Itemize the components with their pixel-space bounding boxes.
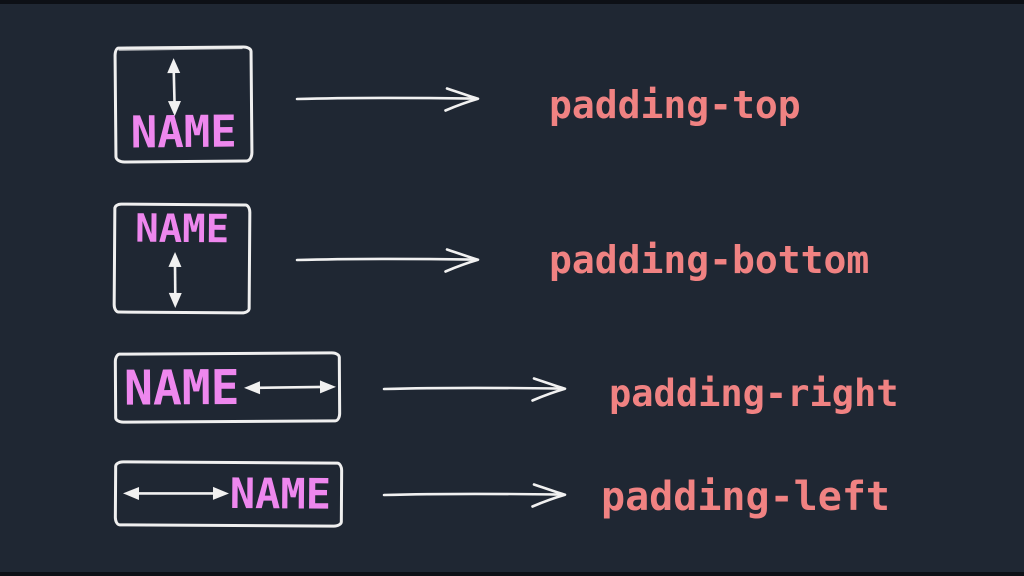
padding-bottom-label: padding-bottom xyxy=(549,238,870,282)
vertical-double-arrow-icon xyxy=(168,251,182,308)
horizontal-double-arrow-icon xyxy=(243,379,336,394)
horizontal-double-arrow-icon xyxy=(123,486,230,500)
box-name-text: NAME xyxy=(123,359,240,417)
right-arrow-icon xyxy=(295,87,480,112)
box-name-text: NAME xyxy=(135,206,230,253)
vertical-double-arrow-icon xyxy=(167,58,181,117)
right-arrow-icon xyxy=(382,483,567,508)
padding-top-label: padding-top xyxy=(549,83,801,127)
padding-left-box: NAME xyxy=(113,460,344,528)
padding-bottom-box: NAME xyxy=(112,202,252,315)
padding-top-box: NAME xyxy=(113,45,254,164)
right-arrow-icon xyxy=(295,248,480,273)
box-name-text: NAME xyxy=(229,469,332,519)
padding-right-box: NAME xyxy=(113,351,342,424)
box-name-text: NAME xyxy=(130,106,237,159)
letterbox-bar-top xyxy=(0,0,1024,4)
padding-right-label: padding-right xyxy=(609,372,899,415)
padding-left-label: padding-left xyxy=(601,474,890,520)
right-arrow-icon xyxy=(382,377,567,402)
letterbox-bar-bottom xyxy=(0,572,1024,576)
